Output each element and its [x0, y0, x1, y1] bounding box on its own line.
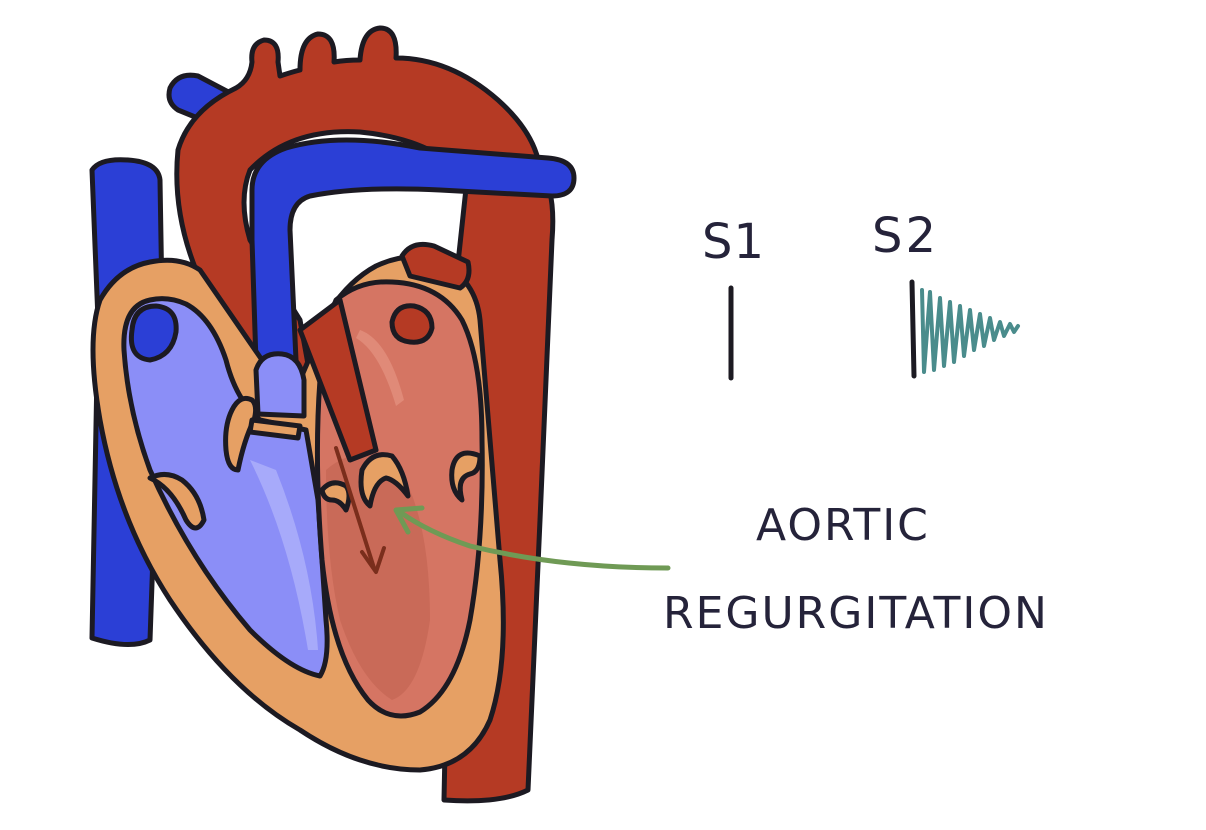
aortic-valve-leaflet-right: [358, 452, 411, 509]
curved-arrow-icon: [393, 505, 671, 571]
s2-sound-icon: [909, 279, 1020, 379]
regurgitation-flow-arrow: [334, 446, 386, 574]
decrescendo-murmur: [920, 288, 1020, 374]
pulmonary-valve-cusp-left: [223, 395, 259, 473]
mitral-flap: [449, 450, 483, 503]
pulmonary-trunk: [249, 137, 577, 365]
condition-label-line1: AORTIC: [756, 500, 930, 551]
pulmonary-vein-opening: [389, 303, 435, 345]
pulmonary-vein: [399, 241, 472, 291]
vena-cava-opening: [128, 303, 179, 363]
pulmonary-valve-band: [247, 417, 303, 441]
pulmonary-valve: [253, 351, 307, 419]
s2-label: S2: [872, 208, 940, 264]
aortic-valve-leaflet-left: [319, 480, 352, 513]
s1-label: S1: [702, 214, 766, 270]
left-chamber-highlight: [356, 330, 404, 406]
tricuspid-flap: [147, 472, 207, 531]
right-chambers: [121, 296, 330, 679]
right-chamber-highlight: [250, 460, 318, 650]
aortic-root: [297, 297, 379, 463]
condition-label-line2: REGURGITATION: [663, 588, 1049, 639]
